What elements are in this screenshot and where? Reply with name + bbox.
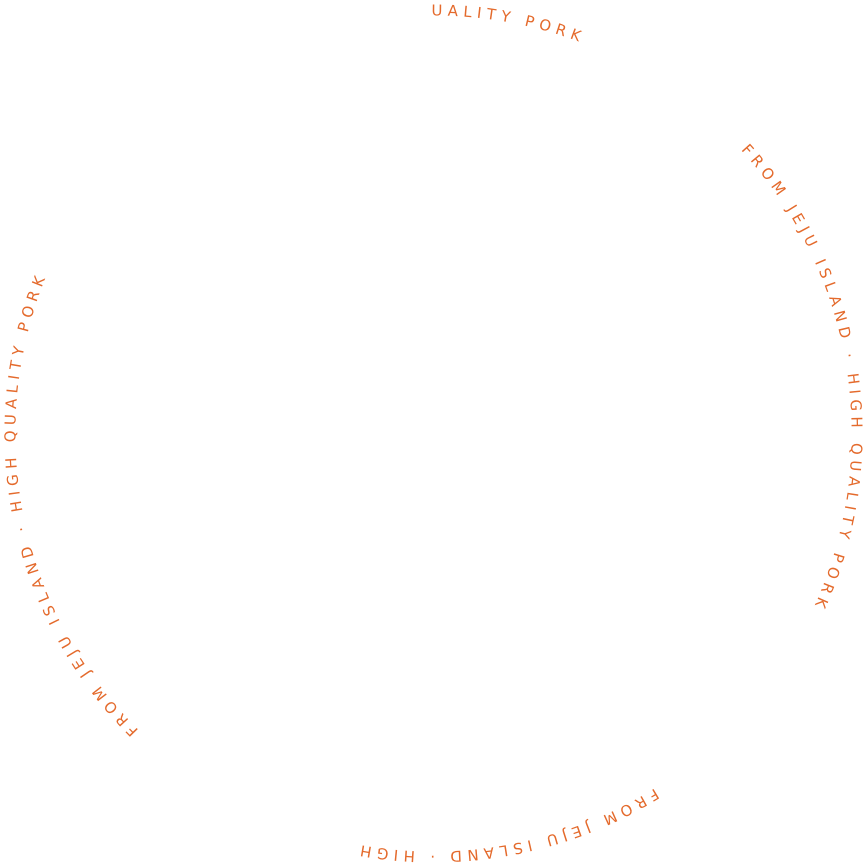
ring-segment-top-text: FROM JEJU ISLAND · HIGH QUALITY PORK xyxy=(0,0,583,47)
ring-segment-right-text: FROM JEJU ISLAND · HIGH QUALITY PORK xyxy=(738,141,861,616)
ring-segment-bottom: FROM JEJU ISLAND · HIGH xyxy=(354,785,662,866)
ring-segment-right: FROM JEJU ISLAND · HIGH QUALITY PORK xyxy=(738,141,866,616)
ring-segment-left-text: FROM JEJU ISLAND · HIGH QUALITY PORK xyxy=(1,269,136,740)
ring-segment-left: FROM JEJU ISLAND · HIGH QUALITY PORK xyxy=(1,269,141,740)
ring-segment-bottom-text: FROM JEJU ISLAND · HIGH xyxy=(354,785,657,866)
ring-segment-top: FROM JEJU ISLAND · HIGH QUALITY PORK xyxy=(0,0,588,47)
